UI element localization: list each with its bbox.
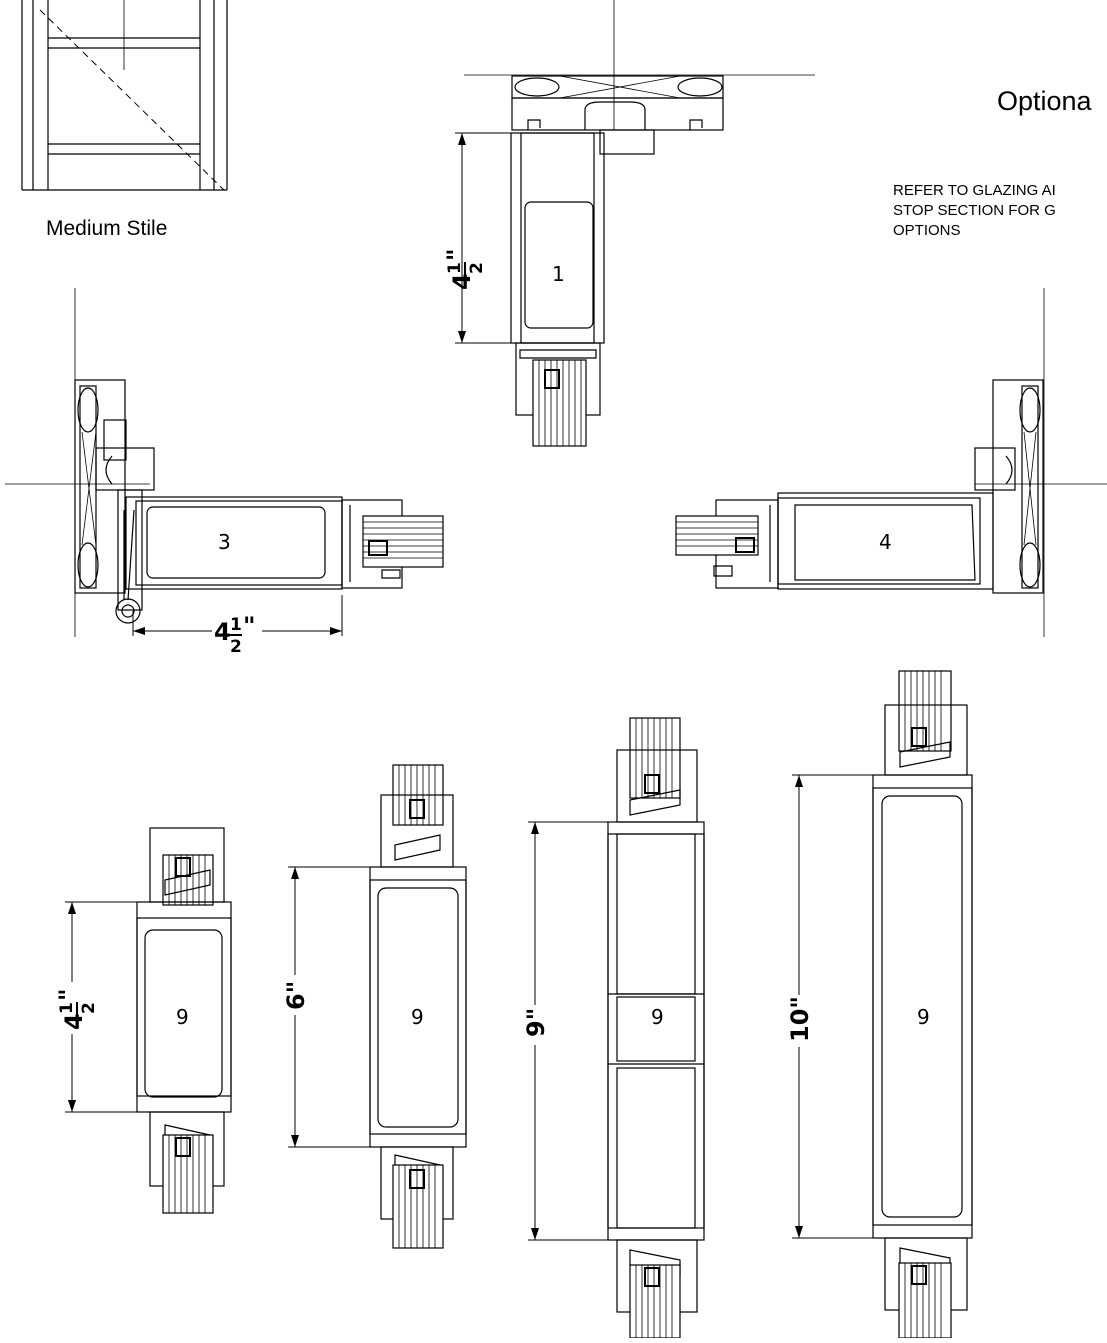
profile-label-top: 1 [552,262,565,286]
bottom-section-c: 9" [522,717,705,1339]
profile-label-right: 4 [879,530,892,554]
left-dimension: 4 1 2 " [132,595,343,657]
right-section [675,288,1107,637]
dim-a-denominator: 2 [79,1002,99,1014]
dim-top-numerator: 1 [445,262,465,274]
dim-left-denominator: 2 [230,637,242,657]
dim-left-inch: " [243,612,256,640]
dim-left-numerator: 1 [230,615,242,635]
profile-label-left: 3 [218,530,231,554]
dim-a-numerator: 1 [57,1002,77,1014]
dim-top-inch: " [442,248,470,261]
dim-top-denominator: 2 [467,262,487,274]
note-line-1: REFER TO GLAZING AI [893,182,1056,199]
profile-label-bottom-a: 9 [176,1005,189,1029]
elevation-view [21,0,228,191]
profile-label-bottom-c: 9 [651,1005,664,1029]
optional-heading: Optiona [997,86,1093,116]
note-line-3: OPTIONS [893,222,961,239]
profile-label-bottom-d: 9 [917,1005,930,1029]
bottom-section-b: 6" [282,764,467,1249]
profile-label-bottom-b: 9 [411,1005,424,1029]
dim-d: 10" [786,996,814,1042]
dim-a-inch: " [54,988,82,1001]
dim-top-whole: 4 [448,273,476,290]
dim-left-whole: 4 [214,618,231,646]
bottom-section-a: 4 1 2 " [52,827,232,1214]
dim-c: 9" [522,1008,550,1037]
note-line-2: STOP SECTION FOR G [893,202,1056,219]
dim-a-whole: 4 [60,1013,88,1030]
top-dimension: 4 1 2 " [442,132,511,344]
dim-b: 6" [282,981,310,1010]
bottom-section-d: 10" [786,670,973,1339]
medium-stile-label: Medium Stile [46,217,167,240]
left-section [5,288,444,637]
top-section [464,0,815,447]
